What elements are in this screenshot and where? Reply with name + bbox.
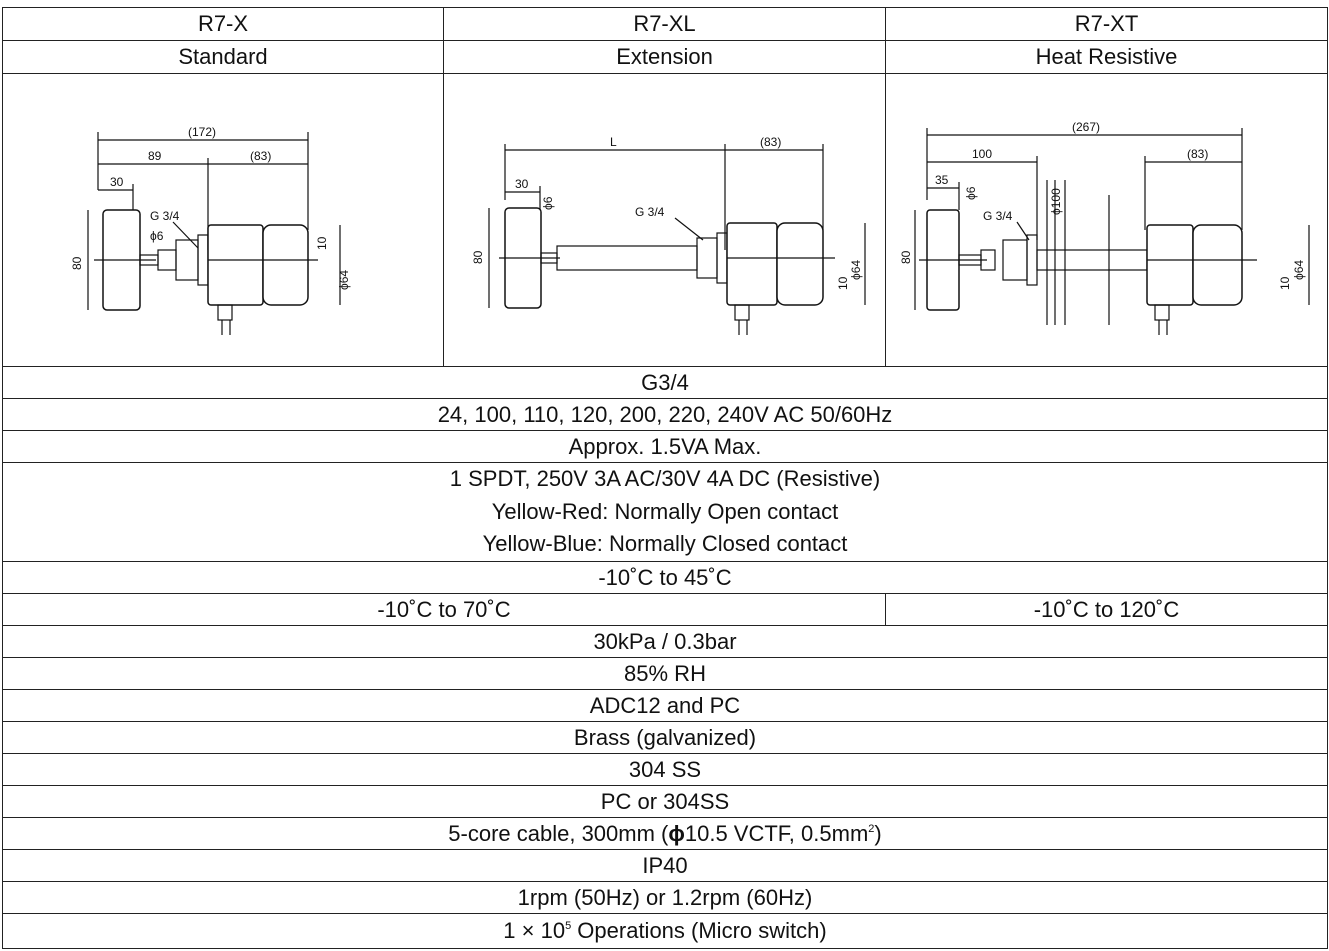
spec-housing-material: ADC12 and PC <box>2 689 1328 722</box>
spec-row-paddle: PC or 304SS <box>2 785 1328 818</box>
spec-protection: IP40 <box>2 849 1328 882</box>
model-code-row: R7-X R7-XL R7-XT <box>2 7 1328 41</box>
model-type-row: Standard Extension Heat Resistive <box>2 40 1328 74</box>
spec-humidity: 85% RH <box>2 657 1328 690</box>
spec-row-contact: 1 SPDT, 250V 3A AC/30V 4A DC (Resistive)… <box>2 462 1328 562</box>
spec-row-power: Approx. 1.5VA Max. <box>2 430 1328 463</box>
dim-10: 10 <box>836 276 850 290</box>
model-code-xl: R7-XL <box>443 7 886 41</box>
diagram-cell-xl: L (83) 30 ϕ6 80 G 3/4 <box>443 73 886 367</box>
dimension-drawing-extension: L (83) 30 ϕ6 80 G 3/4 <box>471 135 866 335</box>
spec-row-process-temp: -10˚C to 70˚C -10˚C to 120˚C <box>2 593 1328 626</box>
model-code-xt: R7-XT <box>885 7 1328 41</box>
dim-10: 10 <box>315 236 329 250</box>
cable-mid: 10.5 VCTF, 0.5mm <box>684 821 869 846</box>
dim-83: (83) <box>250 149 271 163</box>
cable-suffix: ) <box>874 821 882 846</box>
life-exp: 5 <box>565 920 572 932</box>
spec-row-ambient-temp: -10˚C to 45˚C <box>2 561 1328 594</box>
phi6-label: ϕ6 <box>150 229 164 243</box>
spec-connection: G3/4 <box>2 366 1328 399</box>
spec-row-shaft: 304 SS <box>2 753 1328 786</box>
dim-83: (83) <box>760 135 781 149</box>
dim-83: (83) <box>1187 147 1208 161</box>
model-code-x: R7-X <box>2 7 444 41</box>
spec-paddle-material: PC or 304SS <box>2 785 1328 818</box>
diagram-cell-x: (172) 89 (83) 30 80 G 3/4 ϕ6 <box>2 73 444 367</box>
dim-80: 80 <box>70 256 84 270</box>
spec-row-pressure: 30kPa / 0.3bar <box>2 625 1328 658</box>
cable-prefix: 5-core cable, 300mm ( <box>448 821 669 846</box>
spec-row-cable: 5-core cable, 300mm (ϕ10.5 VCTF, 0.5mm2) <box>2 817 1328 850</box>
spec-row-speed: 1rpm (50Hz) or 1.2rpm (60Hz) <box>2 881 1328 914</box>
thread-label: G 3/4 <box>635 205 665 219</box>
dim-30: 30 <box>110 175 124 189</box>
cable-sup: 2 <box>868 823 875 835</box>
spec-row-life: 1 × 105 Operations (Micro switch) <box>2 913 1328 949</box>
spec-row-protection: IP40 <box>2 849 1328 882</box>
model-type-xl: Extension <box>443 40 886 74</box>
diagram-row: (172) 89 (83) 30 80 G 3/4 ϕ6 <box>2 73 1328 367</box>
life-prefix: 1 × 10 <box>503 918 566 943</box>
cable-phi: ϕ <box>668 821 685 846</box>
contact-rating: 1 SPDT, 250V 3A AC/30V 4A DC (Resistive) <box>449 466 881 492</box>
dim-100: 100 <box>972 147 992 161</box>
spec-pressure: 30kPa / 0.3bar <box>2 625 1328 658</box>
spec-life: 1 × 105 Operations (Micro switch) <box>2 913 1328 949</box>
contact-no: Yellow-Red: Normally Open contact <box>491 498 839 524</box>
dimension-drawing-heat-resistive: (267) 100 (83) 35 ϕ6 80 G 3/4 <box>899 120 1310 335</box>
dim-L: L <box>610 135 617 149</box>
spec-process-temp-heat: -10˚C to 120˚C <box>885 593 1328 626</box>
model-type-xt: Heat Resistive <box>885 40 1328 74</box>
spec-contact: 1 SPDT, 250V 3A AC/30V 4A DC (Resistive)… <box>2 462 1328 562</box>
dimension-drawing-standard: (172) 89 (83) 30 80 G 3/4 ϕ6 <box>70 125 351 335</box>
spec-shaft-material: 304 SS <box>2 753 1328 786</box>
spec-row-humidity: 85% RH <box>2 657 1328 690</box>
spec-power: Approx. 1.5VA Max. <box>2 430 1328 463</box>
spec-row-connection: G3/4 <box>2 366 1328 399</box>
contact-nc: Yellow-Blue: Normally Closed contact <box>482 531 848 557</box>
thread-label: G 3/4 <box>983 209 1013 223</box>
dim-80: 80 <box>899 250 913 264</box>
dim-89: 89 <box>148 149 162 163</box>
phi6-label: ϕ6 <box>541 196 555 210</box>
spec-row-housing: ADC12 and PC <box>2 689 1328 722</box>
spec-row-mount: Brass (galvanized) <box>2 721 1328 754</box>
phi64-label: ϕ64 <box>849 260 863 280</box>
dim-total: (172) <box>188 125 216 139</box>
spec-speed: 1rpm (50Hz) or 1.2rpm (60Hz) <box>2 881 1328 914</box>
dim-30: 30 <box>515 177 529 191</box>
spec-voltage: 24, 100, 110, 120, 200, 220, 240V AC 50/… <box>2 398 1328 431</box>
phi64-label: ϕ64 <box>337 270 351 290</box>
phi6-label: ϕ6 <box>964 186 978 200</box>
spec-ambient-temp: -10˚C to 45˚C <box>2 561 1328 594</box>
dim-80: 80 <box>471 250 485 264</box>
thread-label: G 3/4 <box>150 209 180 223</box>
phi100-label: ϕ100 <box>1049 188 1063 215</box>
dim-total: (267) <box>1072 120 1100 134</box>
spec-table: R7-X R7-XL R7-XT Standard Extension Heat… <box>2 7 1328 949</box>
spec-mount-material: Brass (galvanized) <box>2 721 1328 754</box>
phi64-label: ϕ64 <box>1292 260 1306 280</box>
spec-row-voltage: 24, 100, 110, 120, 200, 220, 240V AC 50/… <box>2 398 1328 431</box>
spec-process-temp-standard: -10˚C to 70˚C <box>2 593 886 626</box>
spec-cable: 5-core cable, 300mm (ϕ10.5 VCTF, 0.5mm2) <box>2 817 1328 850</box>
model-type-x: Standard <box>2 40 444 74</box>
diagram-cell-xt: (267) 100 (83) 35 ϕ6 80 G 3/4 <box>885 73 1328 367</box>
dim-10: 10 <box>1278 276 1292 290</box>
life-suffix: Operations (Micro switch) <box>571 918 827 943</box>
dim-35: 35 <box>935 173 949 187</box>
